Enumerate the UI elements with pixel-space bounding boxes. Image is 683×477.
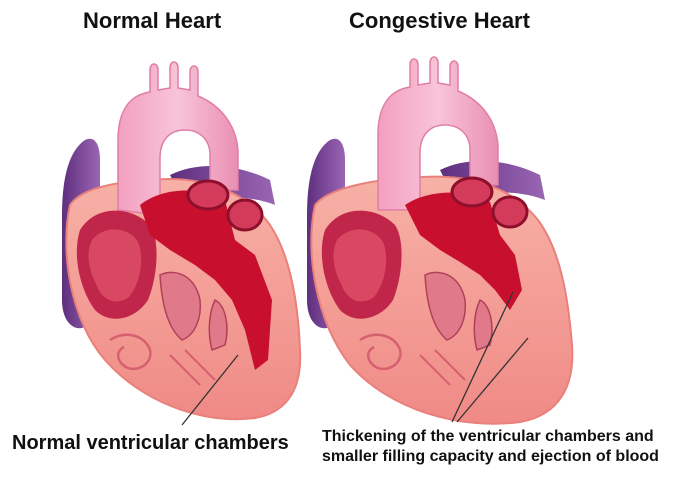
normal-heart-illustration — [62, 62, 300, 425]
valve-left-2 — [228, 200, 262, 230]
congestive-caption-line1: Thickening of the ventricular chambers a… — [322, 427, 659, 447]
valve-right-2 — [493, 197, 527, 227]
congestive-caption-line2: smaller filling capacity and ejection of… — [322, 447, 659, 467]
congestive-heart-illustration — [307, 57, 572, 424]
congestive-caption: Thickening of the ventricular chambers a… — [322, 427, 659, 467]
valve-right-1 — [452, 178, 492, 206]
valve-left-1 — [188, 181, 228, 209]
normal-caption: Normal ventricular chambers — [12, 432, 289, 455]
